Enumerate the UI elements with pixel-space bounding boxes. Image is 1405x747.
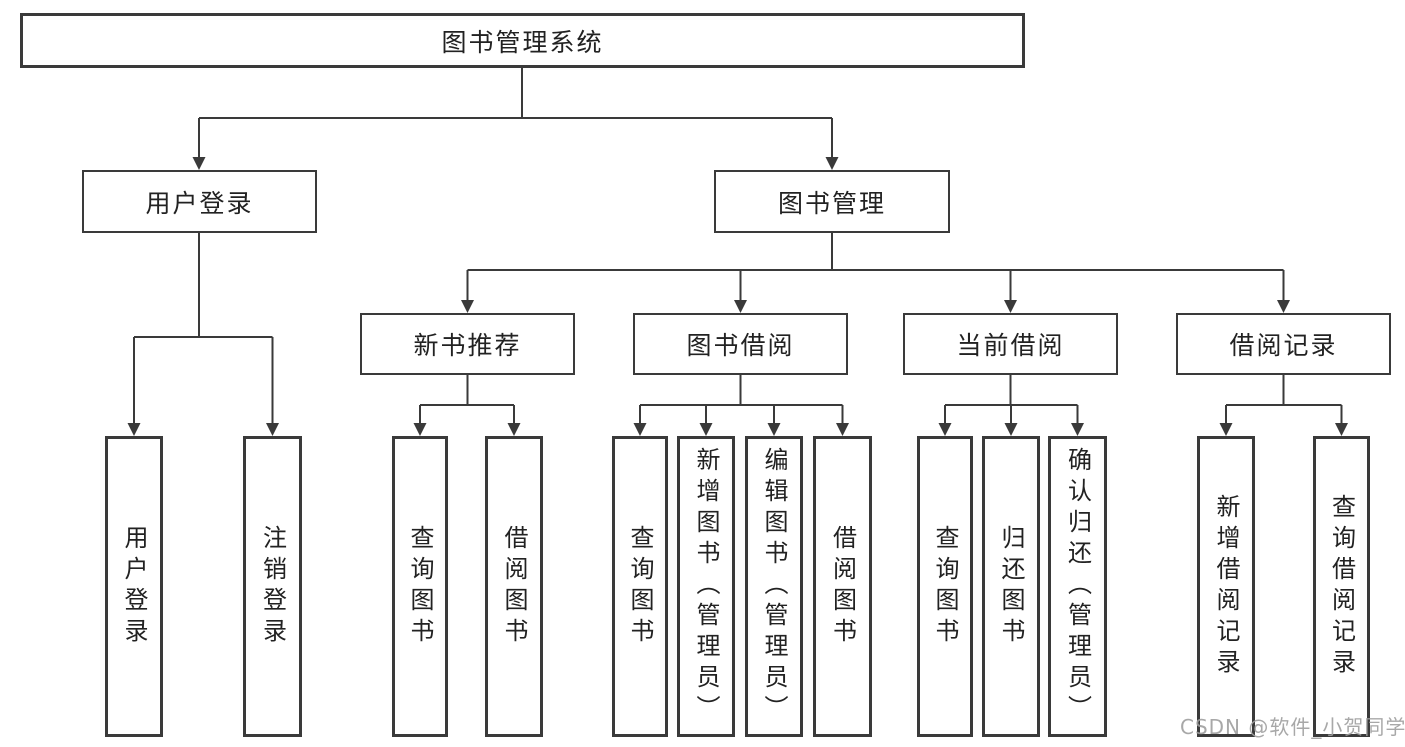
node-current-borrowing: 当前借阅	[903, 313, 1118, 375]
leaf-query-books-recommend-label: 查询图书	[406, 524, 434, 649]
leaf-user-login-label: 用户登录	[120, 524, 148, 649]
leaf-borrow-books-recommend: 借阅图书	[485, 436, 543, 737]
leaf-query-books-current: 查询图书	[917, 436, 973, 737]
csdn-watermark: CSDN @软件_小贺同学	[1180, 715, 1405, 739]
node-book-management-branch: 图书管理	[714, 170, 950, 233]
leaf-add-books-admin-label: 新增图书（管理员）	[692, 447, 720, 726]
node-user-login-branch: 用户登录	[82, 170, 317, 233]
leaf-confirm-return-admin-label: 确认归还（管理员）	[1063, 447, 1092, 726]
leaf-query-books-borrowing: 查询图书	[612, 436, 668, 737]
leaf-return-books-label: 归还图书	[997, 524, 1025, 649]
leaf-confirm-return-admin: 确认归还（管理员）	[1048, 436, 1107, 737]
arrowheads	[127, 157, 1348, 436]
leaf-user-login: 用户登录	[105, 436, 163, 737]
leaf-query-books-recommend: 查询图书	[392, 436, 448, 737]
leaf-query-borrow-record-label: 查询借阅记录	[1327, 493, 1356, 680]
leaf-add-borrow-record-label: 新增借阅记录	[1212, 493, 1240, 680]
leaf-borrow-books: 借阅图书	[813, 436, 872, 737]
leaf-edit-books-admin-label: 编辑图书（管理员）	[760, 447, 788, 726]
node-book-borrowing: 图书借阅	[633, 313, 848, 375]
leaf-query-borrow-record: 查询借阅记录	[1313, 436, 1370, 737]
leaf-borrow-books-label: 借阅图书	[828, 524, 857, 649]
leaf-edit-books-admin: 编辑图书（管理员）	[745, 436, 803, 737]
leaf-return-books: 归还图书	[982, 436, 1040, 737]
leaf-logout-label: 注销登录	[258, 524, 287, 649]
leaf-add-borrow-record: 新增借阅记录	[1197, 436, 1255, 737]
node-new-book-recommendation: 新书推荐	[360, 313, 575, 375]
node-library-management-system: 图书管理系统	[20, 13, 1025, 68]
leaf-query-books-borrowing-label: 查询图书	[626, 524, 654, 649]
leaf-query-books-current-label: 查询图书	[931, 524, 959, 649]
leaf-borrow-books-recommend-label: 借阅图书	[500, 524, 528, 649]
leaf-add-books-admin: 新增图书（管理员）	[677, 436, 735, 737]
node-borrowing-records: 借阅记录	[1176, 313, 1391, 375]
leaf-logout: 注销登录	[243, 436, 302, 737]
